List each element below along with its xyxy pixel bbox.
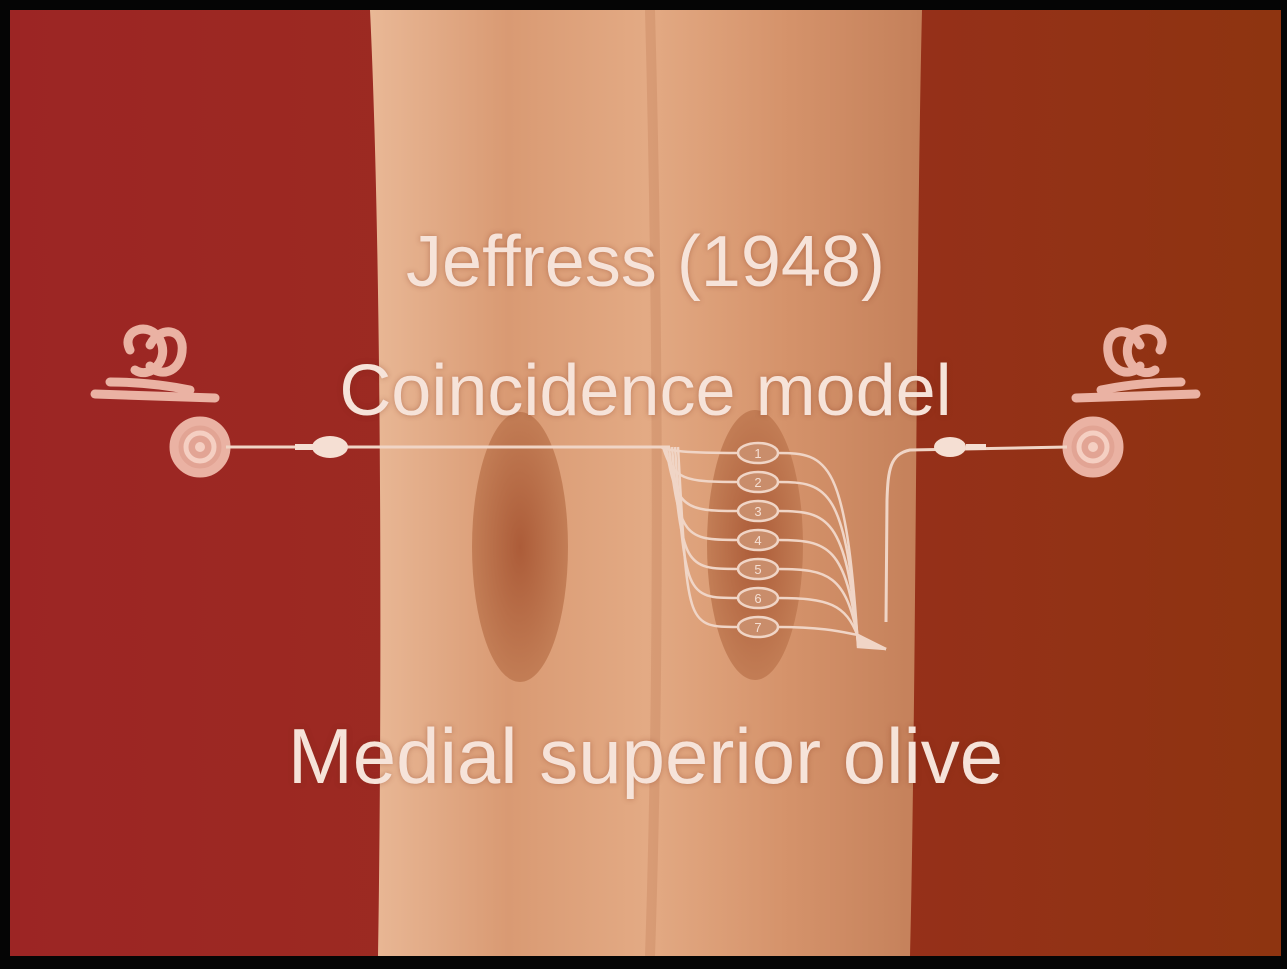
- neuron-number: 5: [754, 562, 761, 577]
- slide-subtitle: Coincidence model: [10, 351, 1281, 431]
- neuron-number: 7: [754, 620, 761, 635]
- slide-scene: 1 2 3 4 5 6 7 Jeffress (1948) Coincidence mode…: [10, 10, 1281, 956]
- neuron-number: 2: [754, 475, 761, 490]
- structure-label: Medial superior olive: [10, 713, 1281, 799]
- neuron-number: 4: [754, 533, 761, 548]
- brainstem: [370, 10, 922, 956]
- brainstem-diagram: 1 2 3 4 5 6 7: [10, 10, 1281, 956]
- neuron-number: 3: [754, 504, 761, 519]
- slide-title: Jeffress (1948): [10, 222, 1281, 302]
- neuron-number: 1: [754, 446, 761, 461]
- neuron-number: 6: [754, 591, 761, 606]
- left-olive-nucleus: [472, 412, 568, 682]
